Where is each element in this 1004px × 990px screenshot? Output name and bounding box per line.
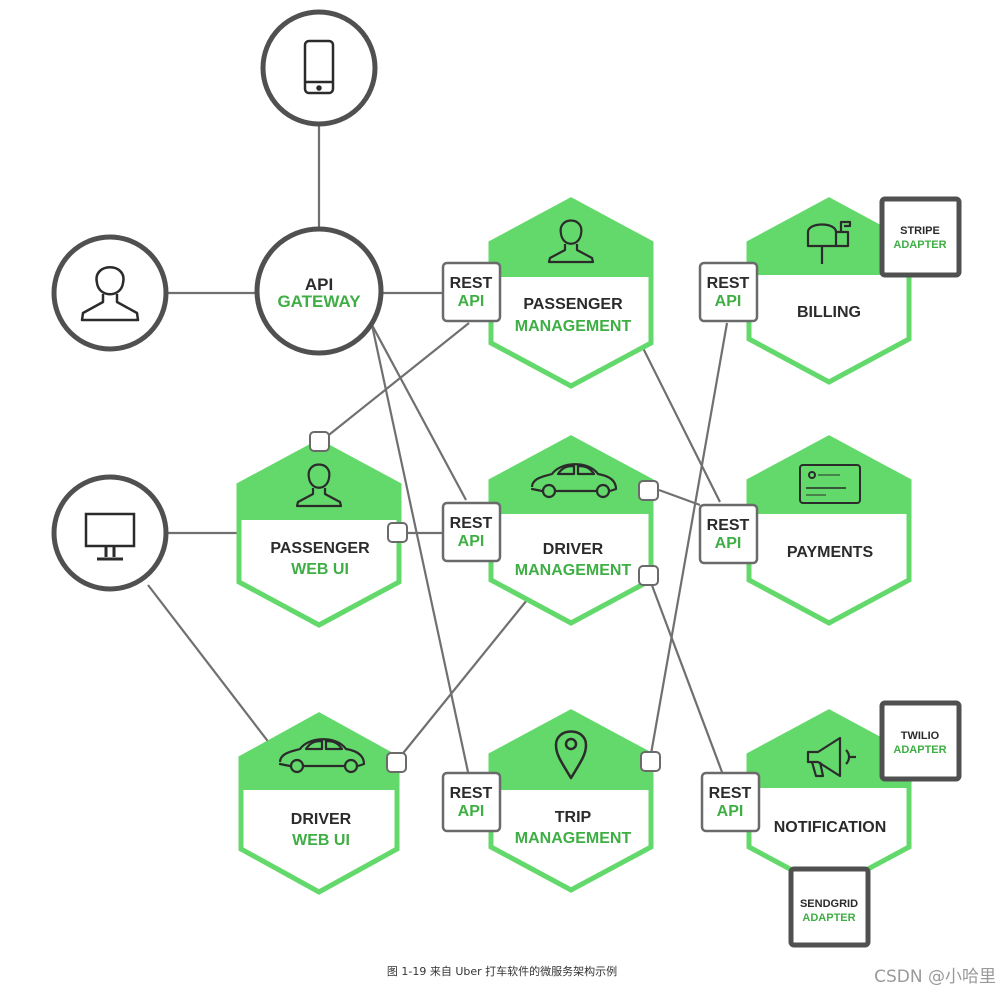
rest-api-box: REST API: [441, 501, 502, 563]
sendgrid-adapter-box: SENDGRID ADAPTER: [788, 866, 871, 948]
billing-label: BILLING: [797, 304, 861, 321]
megaphone-icon: [806, 736, 856, 778]
passenger-web-ui-label-line2: WEB UI: [291, 561, 349, 578]
passenger-web-ui-label-line1: PASSENGER: [270, 540, 370, 557]
rest-api-label-line2: API: [458, 803, 485, 820]
passenger-management-label-line1: PASSENGER: [523, 296, 623, 313]
mobile-client-circle: [260, 9, 378, 127]
rest-api-label-line1: REST: [450, 275, 493, 292]
person-icon: [295, 463, 343, 508]
rest-api-label-line2: API: [715, 535, 742, 552]
rest-api-label-line2: API: [715, 293, 742, 310]
passenger-web-ui-service: PASSENGER WEB UI: [236, 439, 402, 628]
rest-api-label-line1: REST: [450, 515, 493, 532]
car-icon: [530, 463, 618, 499]
driver-web-ui-label-line2: WEB UI: [292, 832, 350, 849]
api-gateway-circle: API GATEWAY: [254, 226, 384, 356]
stripe-adapter-box: STRIPE ADAPTER: [879, 196, 962, 278]
rest-api-label-line1: REST: [450, 785, 493, 802]
api-gateway-label-line2: GATEWAY: [277, 292, 361, 311]
car-icon: [278, 738, 366, 774]
sendgrid-adapter-label-line1: SENDGRID: [800, 898, 858, 910]
rest-api-box: REST API: [441, 771, 502, 833]
person-icon: [80, 266, 140, 322]
port-connectors: [309, 431, 661, 773]
rest-api-box: REST API: [698, 261, 759, 323]
api-gateway-label-line1: API: [305, 275, 333, 294]
map-pin-icon: [554, 730, 588, 780]
user-client-circle: [51, 234, 169, 352]
rest-api-box: REST API: [441, 261, 502, 323]
stripe-adapter-label-line2: ADAPTER: [893, 239, 946, 251]
rest-api-label-line2: API: [458, 293, 485, 310]
credit-card-icon: [799, 464, 861, 504]
driver-management-service: DRIVER MANAGEMENT: [488, 435, 654, 626]
figure-caption: 图 1-19 来自 Uber 打车软件的微服务架构示例: [386, 965, 618, 978]
rest-api-label-line1: REST: [707, 275, 750, 292]
twilio-adapter-label-line1: TWILIO: [901, 730, 940, 742]
rest-api-box: REST API: [700, 771, 761, 833]
driver-web-ui-label-line1: DRIVER: [291, 811, 352, 828]
person-icon: [547, 219, 595, 264]
passenger-management-service: PASSENGER MANAGEMENT: [488, 197, 654, 389]
twilio-adapter-label-line2: ADAPTER: [893, 744, 946, 756]
payments-label: PAYMENTS: [787, 544, 874, 561]
notification-label: NOTIFICATION: [774, 819, 887, 836]
trip-management-service: TRIP MANAGEMENT: [488, 709, 654, 893]
connector-lines: [147, 126, 729, 773]
stripe-adapter-label-line1: STRIPE: [900, 225, 940, 237]
trip-management-label-line2: MANAGEMENT: [515, 830, 632, 847]
trip-management-label-line1: TRIP: [555, 809, 592, 826]
rest-api-label-line1: REST: [707, 517, 750, 534]
driver-web-ui-service: DRIVER WEB UI: [238, 712, 400, 895]
passenger-management-label-line2: MANAGEMENT: [515, 318, 632, 335]
sendgrid-adapter-label-line2: ADAPTER: [802, 912, 855, 924]
rest-api-label-line2: API: [717, 803, 744, 820]
desktop-monitor-icon: [84, 512, 136, 561]
mobile-phone-icon: [303, 39, 335, 95]
driver-management-label-line1: DRIVER: [543, 541, 604, 558]
rest-api-label-line1: REST: [709, 785, 752, 802]
mailbox-icon: [806, 220, 852, 264]
driver-management-label-line2: MANAGEMENT: [515, 562, 632, 579]
watermark: CSDN @小哈里: [874, 967, 996, 987]
rest-api-box: REST API: [698, 503, 759, 565]
rest-api-label-line2: API: [458, 533, 485, 550]
twilio-adapter-box: TWILIO ADAPTER: [879, 700, 962, 782]
desktop-client-circle: [51, 474, 169, 592]
payments-service: PAYMENTS: [746, 435, 912, 626]
